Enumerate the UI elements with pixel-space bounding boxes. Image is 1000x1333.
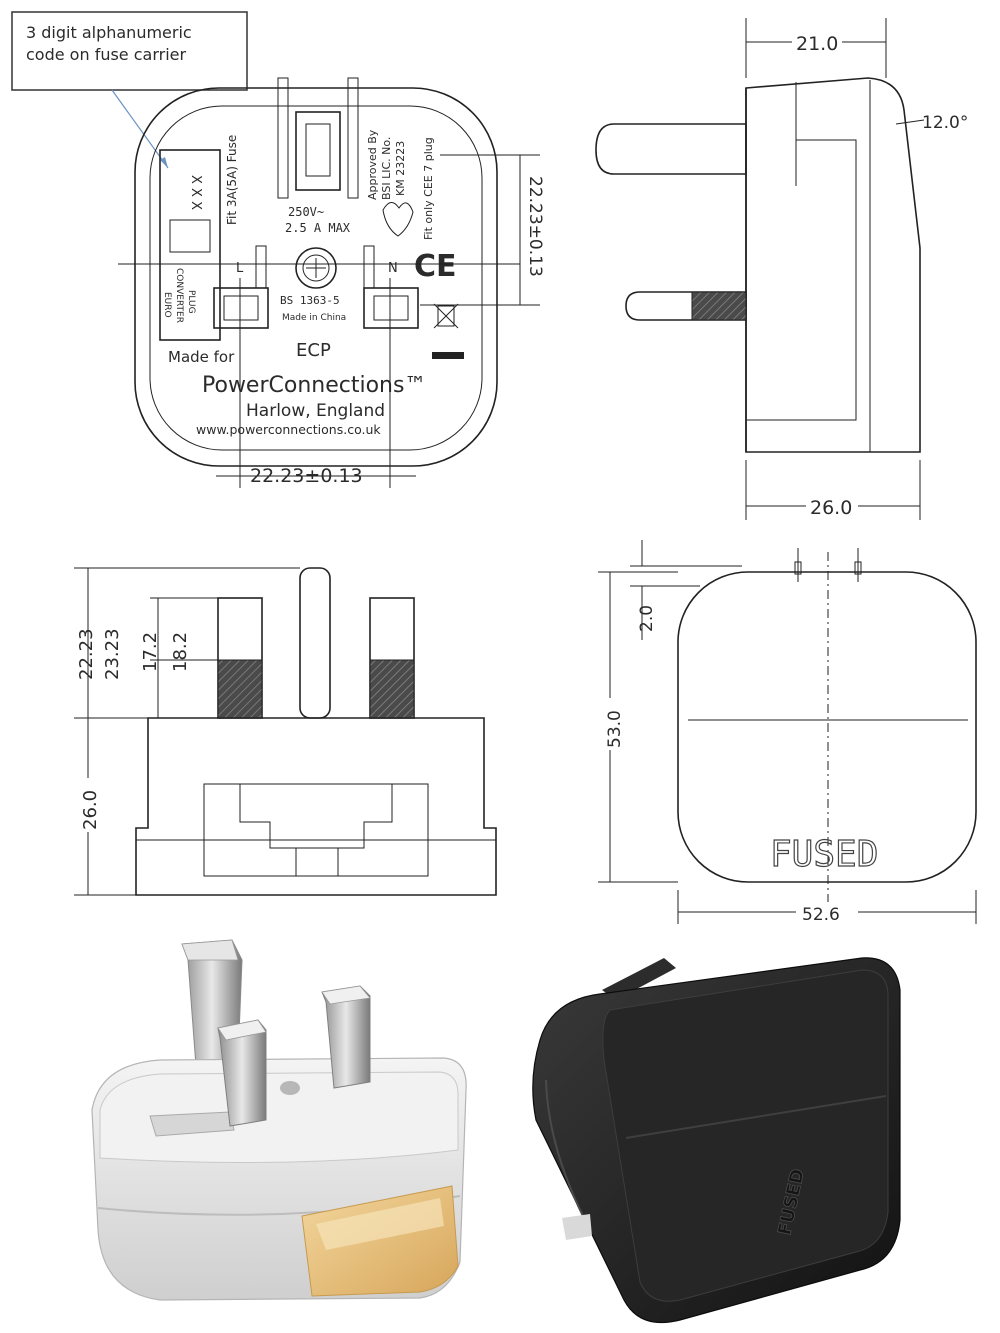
white-plug-photo bbox=[91, 939, 467, 1301]
photo-side-slot bbox=[149, 1111, 235, 1137]
fit-only-text: Fit only CEE 7 plug bbox=[422, 137, 435, 240]
pin-view-body bbox=[135, 717, 497, 896]
brand-code: ECP bbox=[296, 340, 331, 361]
pin-view-dim-18: 18.2 bbox=[170, 632, 191, 672]
neutral-pin-slot bbox=[363, 287, 419, 329]
callout-line-1: 3 digit alphanumeric bbox=[26, 23, 192, 42]
earth-rail-right bbox=[347, 77, 359, 199]
vertical-dimension: 22.23±0.13 bbox=[525, 176, 545, 277]
top-view-dim-52: 52.6 bbox=[802, 905, 840, 925]
brand-name: PowerConnections™ bbox=[202, 373, 426, 398]
euro-label-2: CONVERTER bbox=[174, 268, 184, 323]
current-rating: 2.5 A MAX bbox=[285, 221, 351, 235]
live-shutter bbox=[255, 245, 267, 289]
fuse-code: X X X bbox=[188, 175, 203, 210]
pin-view-recess bbox=[203, 783, 429, 877]
center-screw bbox=[295, 247, 337, 289]
side-dim-angle: 12.0° bbox=[922, 113, 968, 133]
side-view: 21.0 12.0° 26.0 bbox=[595, 18, 968, 520]
top-view-dim-2: 2.0 bbox=[637, 605, 657, 632]
side-pin-sleeve bbox=[691, 291, 747, 321]
approval-line-3: KM 23223 bbox=[394, 141, 407, 196]
voltage-rating: 250V~ bbox=[288, 205, 324, 219]
live-label: L bbox=[236, 261, 244, 276]
photo-earth-hole bbox=[280, 1081, 300, 1095]
fuse-carrier bbox=[159, 149, 221, 341]
earth-pin-inner bbox=[305, 123, 331, 177]
top-view-fused-label: FUSED bbox=[770, 834, 878, 875]
earth-rail-left bbox=[277, 77, 289, 199]
live-pin-inner bbox=[223, 295, 259, 321]
side-body-detail bbox=[746, 82, 857, 421]
earth-pin-slot bbox=[295, 111, 341, 191]
front-body-inner bbox=[149, 105, 483, 451]
pin-view-neutral-sleeve bbox=[369, 659, 415, 719]
horizontal-dimension: 22.23±0.13 bbox=[250, 465, 363, 487]
top-view-dim-53: 53.0 bbox=[605, 710, 625, 748]
pin-view-dim-26: 26.0 bbox=[80, 790, 101, 830]
top-view-body bbox=[677, 571, 977, 883]
pin-view-dim-23: 23.23 bbox=[102, 628, 123, 680]
weee-bin-icon bbox=[432, 303, 464, 359]
side-live-pin bbox=[625, 291, 747, 321]
pin-view-dim-17: 17.2 bbox=[140, 632, 161, 672]
front-body-outline bbox=[134, 87, 498, 467]
made-for-text: Made for bbox=[168, 348, 235, 366]
callout-box bbox=[11, 11, 248, 91]
approval-line-2: BSI LIC. No. bbox=[380, 137, 393, 200]
photo-black-clip bbox=[602, 958, 676, 1000]
side-dim-top: 21.0 bbox=[796, 33, 838, 55]
neutral-label: N bbox=[388, 261, 398, 276]
neutral-pin-inner bbox=[373, 295, 409, 321]
brand-location: Harlow, England bbox=[246, 401, 385, 421]
bsi-kitemark-icon bbox=[382, 202, 414, 237]
black-plug-photo: FUSED bbox=[532, 957, 901, 1324]
callout-line-2: code on fuse carrier bbox=[26, 45, 186, 64]
side-body-outline bbox=[745, 77, 921, 453]
photo-black-pin-stub bbox=[562, 1214, 592, 1240]
fuse-rating: Fit 3A(5A) Fuse bbox=[225, 135, 239, 225]
side-earth-pin bbox=[595, 123, 747, 175]
standard-text: BS 1363-5 bbox=[280, 294, 340, 307]
euro-label-1: EURO bbox=[162, 292, 172, 318]
pin-view-dim-22: 22.23 bbox=[76, 628, 97, 680]
top-view: 2.0 53.0 52.6 FUSED bbox=[598, 540, 977, 925]
front-view: 3 digit alphanumeric code on fuse carrie… bbox=[11, 11, 545, 488]
pin-view-earth-pin bbox=[299, 567, 331, 719]
side-dim-bottom: 26.0 bbox=[810, 497, 852, 519]
neutral-shutter bbox=[363, 245, 375, 289]
ce-mark: CE bbox=[414, 249, 457, 284]
live-pin-slot bbox=[213, 287, 269, 329]
origin-text: Made in China bbox=[282, 313, 346, 323]
callout-arrow bbox=[111, 89, 169, 169]
fuse-window bbox=[169, 219, 211, 253]
pin-view: 22.23 23.23 17.2 18.2 26.0 bbox=[74, 567, 497, 896]
screw-head bbox=[302, 254, 330, 282]
approval-line-1: Approved By bbox=[366, 129, 379, 200]
website-text: www.powerconnections.co.uk bbox=[196, 422, 381, 437]
pin-view-live-sleeve bbox=[217, 659, 263, 719]
callout-arrowhead bbox=[160, 157, 168, 168]
euro-label-3: PLUG bbox=[186, 290, 196, 314]
